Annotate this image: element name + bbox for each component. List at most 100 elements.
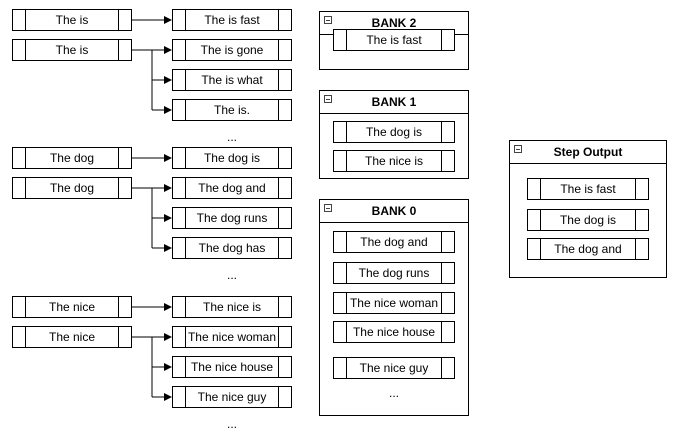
box-divider — [441, 322, 442, 342]
box-divider — [25, 10, 26, 30]
box-divider — [441, 263, 442, 283]
box-label: The dog is — [365, 125, 423, 139]
output-box: The nice is — [172, 296, 292, 318]
source-box: The dog — [12, 177, 132, 199]
box-label: The dog is — [203, 151, 261, 165]
box-label: The is — [55, 43, 89, 57]
box-label: The nice woman — [349, 296, 439, 310]
box-divider — [441, 151, 442, 171]
ellipsis: ... — [226, 268, 237, 282]
bank-title: BANK 1 — [320, 91, 468, 114]
output-box: The nice guy — [172, 386, 292, 408]
box-label: The nice — [48, 300, 96, 314]
box-divider — [441, 30, 442, 50]
box-divider — [278, 238, 279, 258]
box-divider — [118, 327, 119, 347]
bank-item-box: The dog is — [333, 121, 455, 143]
bank-item-box: The dog runs — [333, 262, 455, 284]
box-divider — [346, 151, 347, 171]
bank-item-box: The nice woman — [333, 292, 455, 314]
box-divider — [635, 210, 636, 230]
box-divider — [25, 40, 26, 60]
bank-item-box: The nice house — [333, 321, 455, 343]
box-label: The nice is — [202, 300, 262, 314]
collapse-icon[interactable] — [324, 204, 332, 212]
box-divider — [278, 148, 279, 168]
box-divider — [185, 327, 186, 347]
box-divider — [118, 10, 119, 30]
step-output-title: Step Output — [510, 141, 666, 164]
box-divider — [118, 297, 119, 317]
box-label: The is fast — [366, 33, 422, 47]
box-label: The dog runs — [196, 211, 268, 225]
box-divider — [540, 239, 541, 259]
output-box: The dog and — [172, 177, 292, 199]
box-divider — [346, 322, 347, 342]
box-label: The dog and — [198, 181, 266, 195]
ellipsis: ... — [226, 417, 237, 431]
source-box: The dog — [12, 147, 132, 169]
box-divider — [185, 70, 186, 90]
box-divider — [278, 10, 279, 30]
box-label: The is fast — [204, 13, 260, 27]
box-divider — [278, 208, 279, 228]
box-divider — [25, 297, 26, 317]
output-box: The is. — [172, 99, 292, 121]
step-output-item-box: The is fast — [527, 178, 649, 200]
box-divider — [185, 40, 186, 60]
box-divider — [118, 178, 119, 198]
step-output-item-box: The dog and — [527, 238, 649, 260]
box-label: The nice house — [352, 325, 436, 339]
box-label: The dog runs — [358, 266, 430, 280]
source-box: The nice — [12, 296, 132, 318]
output-box: The dog runs — [172, 207, 292, 229]
output-box: The dog has — [172, 237, 292, 259]
box-divider — [346, 232, 347, 252]
box-divider — [185, 100, 186, 120]
output-box: The nice woman — [172, 326, 292, 348]
source-box: The nice — [12, 326, 132, 348]
box-label: The is what — [201, 73, 263, 87]
box-divider — [278, 357, 279, 377]
box-divider — [278, 387, 279, 407]
box-label: The nice guy — [197, 390, 267, 404]
collapse-icon[interactable] — [324, 16, 332, 24]
box-divider — [278, 297, 279, 317]
box-divider — [278, 178, 279, 198]
box-divider — [346, 30, 347, 50]
box-label: The dog — [49, 181, 95, 195]
box-divider — [441, 232, 442, 252]
box-label: The dog has — [198, 241, 266, 255]
box-divider — [25, 327, 26, 347]
box-divider — [185, 208, 186, 228]
box-divider — [185, 238, 186, 258]
source-box: The is — [12, 9, 132, 31]
box-label: The is fast — [560, 182, 616, 196]
output-box: The is fast — [172, 9, 292, 31]
box-divider — [118, 40, 119, 60]
collapse-icon[interactable] — [514, 145, 522, 153]
box-label: The dog and — [554, 242, 622, 256]
box-divider — [346, 263, 347, 283]
box-divider — [185, 297, 186, 317]
bank-title: BANK 0 — [320, 200, 468, 223]
box-divider — [25, 148, 26, 168]
box-divider — [441, 358, 442, 378]
output-box: The dog is — [172, 147, 292, 169]
box-divider — [185, 387, 186, 407]
collapse-icon[interactable] — [324, 95, 332, 103]
box-divider — [635, 239, 636, 259]
box-label: The dog is — [559, 213, 617, 227]
box-divider — [185, 178, 186, 198]
box-divider — [278, 100, 279, 120]
box-divider — [278, 40, 279, 60]
box-label: The dog — [49, 151, 95, 165]
box-divider — [185, 10, 186, 30]
bank-item-box: The nice is — [333, 150, 455, 172]
box-divider — [346, 293, 347, 313]
ellipsis: ... — [226, 130, 237, 144]
bank-item-box: The nice guy — [333, 357, 455, 379]
box-divider — [278, 70, 279, 90]
